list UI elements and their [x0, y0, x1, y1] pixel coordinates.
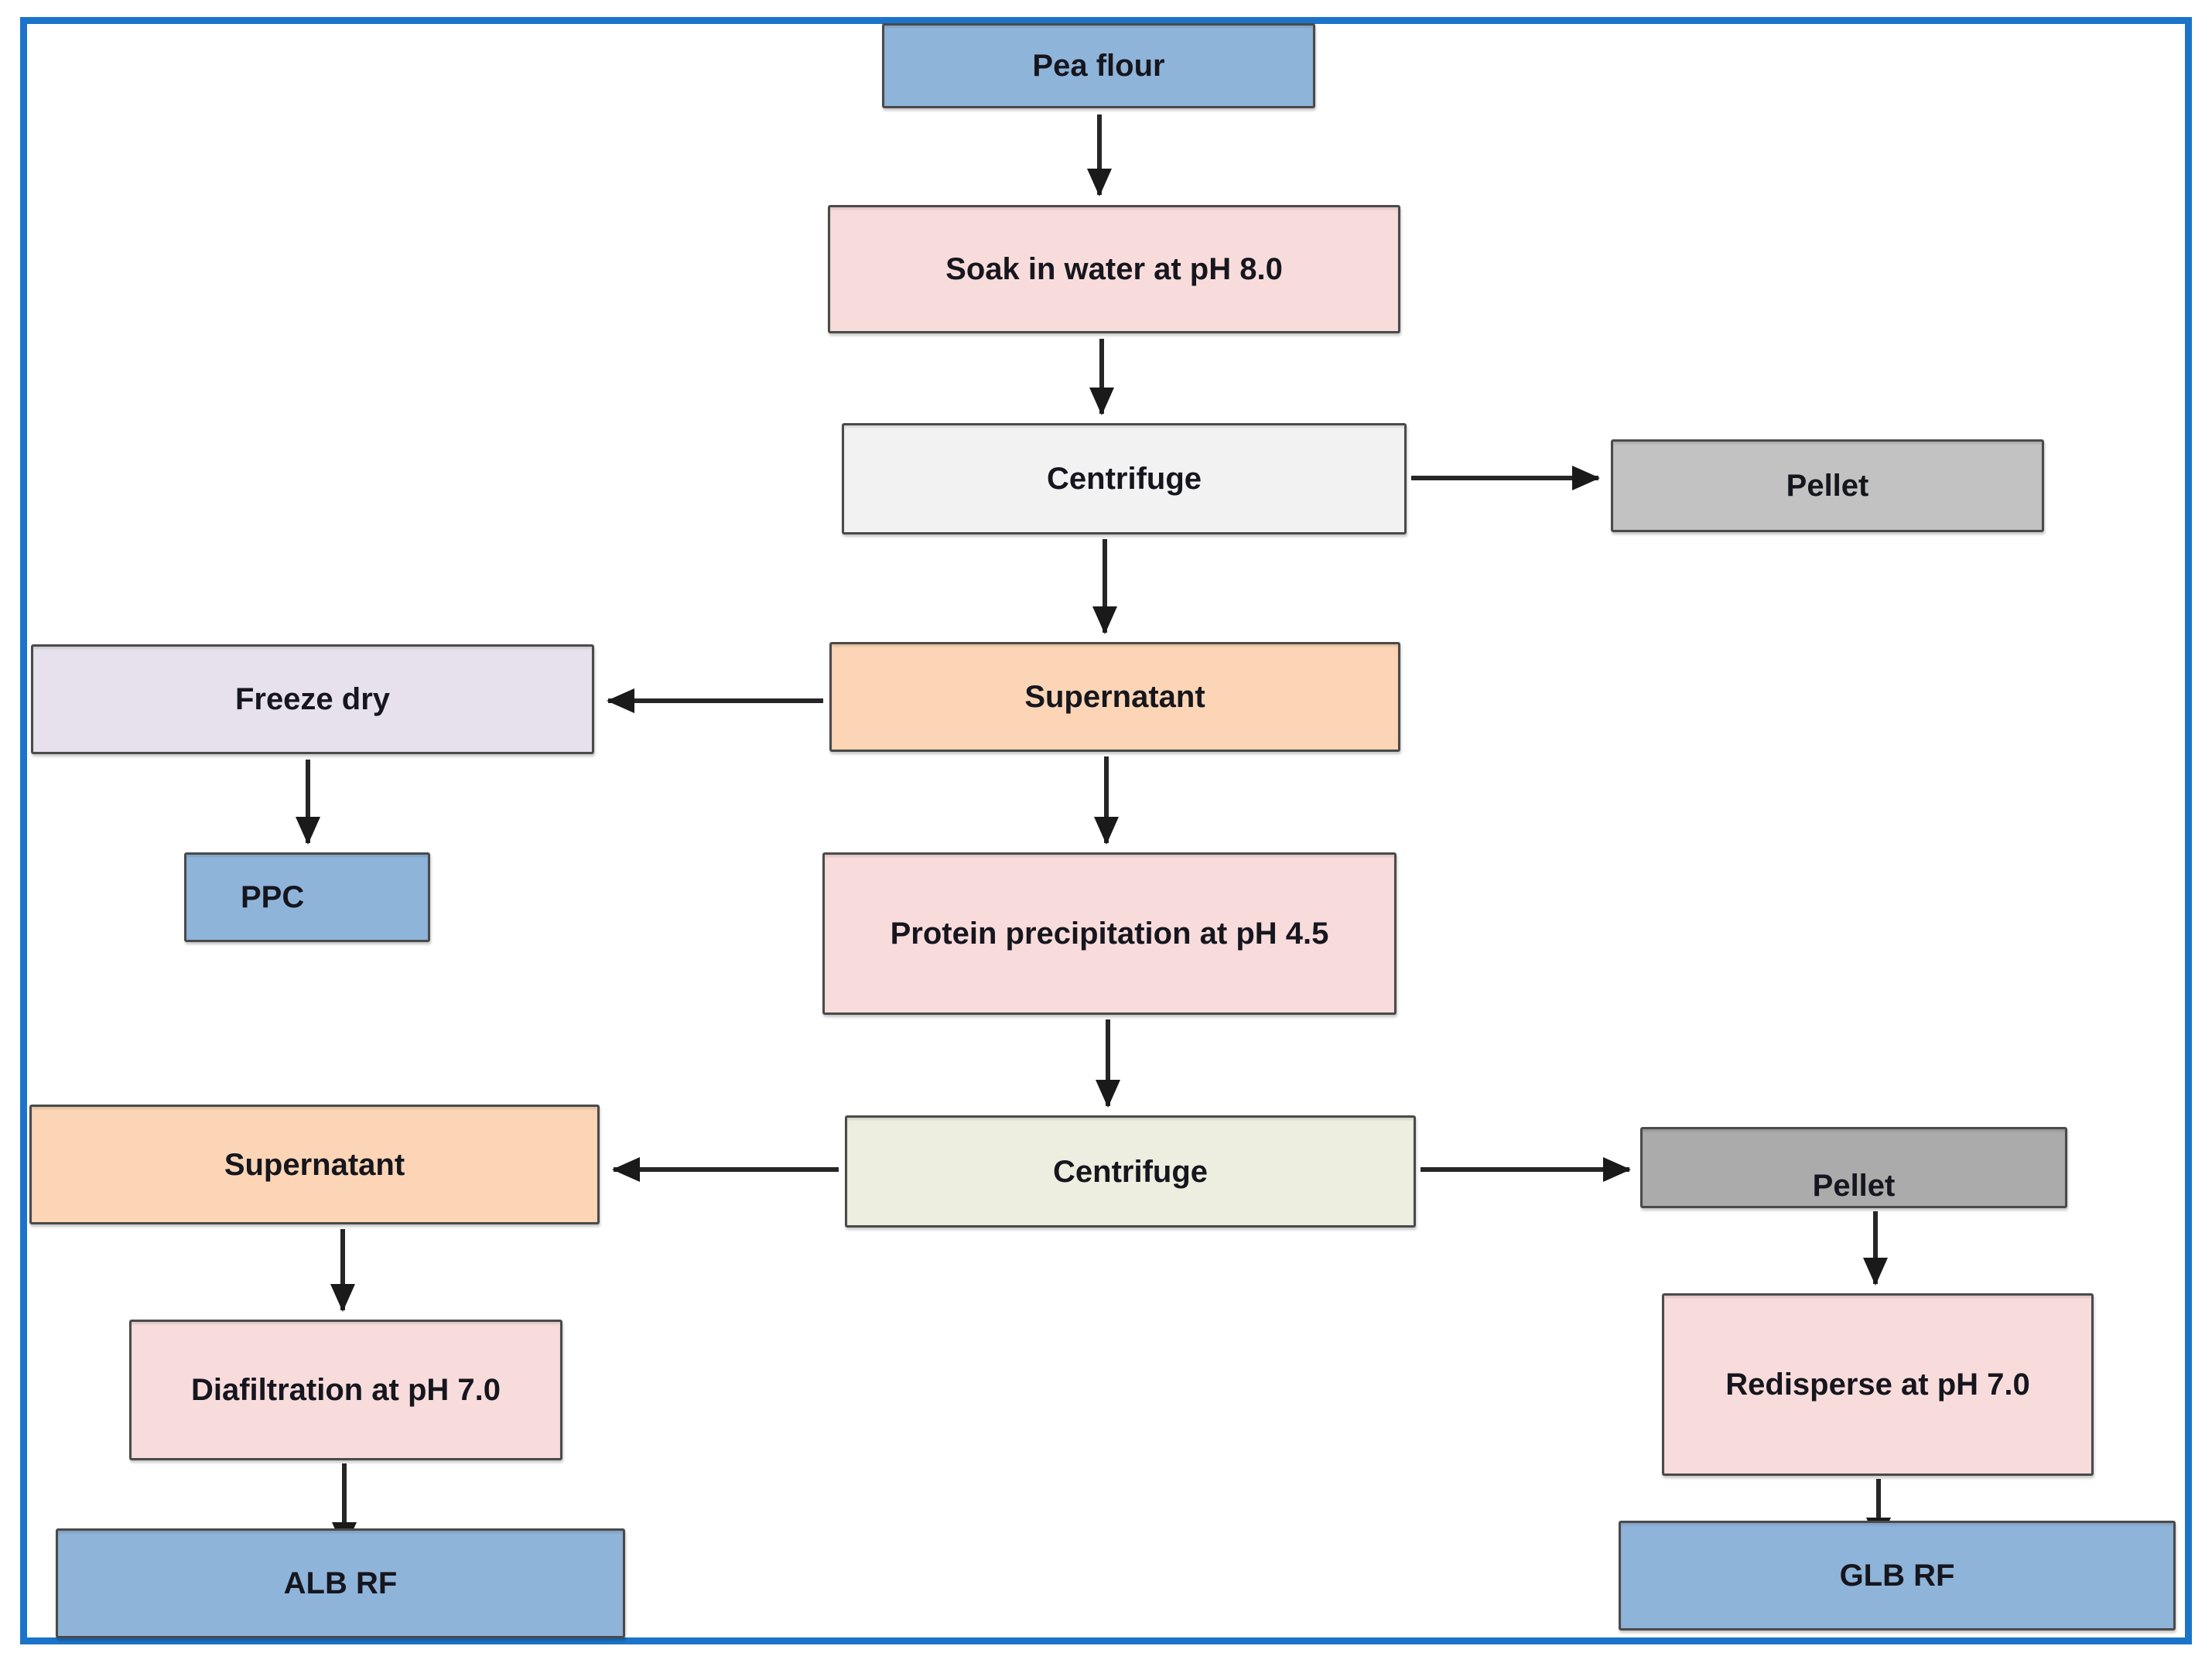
node-supernatant-1-label: Supernatant	[1024, 680, 1205, 714]
node-ppc: PPC	[184, 852, 430, 942]
node-supernatant-1: Supernatant	[829, 642, 1400, 752]
node-diafiltration: Diafiltration at pH 7.0	[129, 1320, 562, 1460]
node-protein-precipitation: Protein precipitation at pH 4.5	[822, 852, 1397, 1015]
node-redisperse-label: Redisperse at pH 7.0	[1725, 1368, 2030, 1402]
node-centrifuge-2: Centrifuge	[845, 1115, 1416, 1228]
node-pellet-2: Pellet	[1640, 1127, 2067, 1208]
node-freeze-dry-label: Freeze dry	[234, 682, 391, 716]
node-pellet-2-label: Pellet	[1812, 1169, 1896, 1203]
node-centrifuge-1: Centrifuge	[842, 423, 1407, 534]
node-centrifuge-2-label: Centrifuge	[1053, 1154, 1208, 1189]
node-soak-label: Soak in water at pH 8.0	[945, 252, 1283, 286]
node-pea-flour-label: Pea flour	[1032, 49, 1165, 83]
node-alb-rf: ALB RF	[56, 1528, 625, 1638]
node-soak-in-water: Soak in water at pH 8.0	[828, 205, 1400, 333]
node-freeze-dry: Freeze dry	[31, 644, 594, 754]
node-pellet-1-label: Pellet	[1786, 469, 1869, 503]
node-protein-precipitation-label: Protein precipitation at pH 4.5	[890, 917, 1329, 951]
node-glb-rf-label: GLB RF	[1839, 1559, 1955, 1593]
node-pea-flour: Pea flour	[882, 23, 1315, 108]
node-alb-rf-label: ALB RF	[283, 1566, 398, 1600]
node-diafiltration-label: Diafiltration at pH 7.0	[190, 1373, 501, 1407]
node-supernatant-2: Supernatant	[29, 1105, 600, 1224]
node-centrifuge-1-label: Centrifuge	[1047, 462, 1202, 496]
node-redisperse: Redisperse at pH 7.0	[1662, 1293, 2094, 1476]
node-glb-rf: GLB RF	[1619, 1521, 2176, 1631]
node-ppc-label: PPC	[241, 880, 305, 914]
node-pellet-1: Pellet	[1611, 439, 2044, 532]
node-supernatant-2-label: Supernatant	[224, 1147, 405, 1182]
outer-frame	[20, 17, 2192, 1644]
